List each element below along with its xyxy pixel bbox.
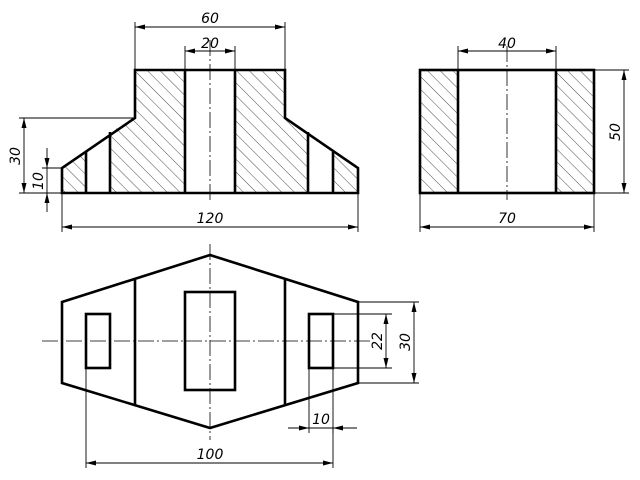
dim-label-60: 60 (201, 11, 219, 27)
dim-label-22: 22 (370, 332, 386, 350)
dimension-20: 20 (184, 36, 236, 70)
dimension-70: 70 (419, 193, 595, 232)
dim-label-40: 40 (498, 36, 516, 52)
dim-label-30-front: 30 (8, 147, 24, 165)
dim-label-30-top: 30 (398, 333, 414, 351)
dim-label-50: 50 (608, 123, 624, 141)
dimension-120: 120 (61, 193, 359, 232)
dimension-10-front: 10 (31, 148, 62, 212)
dimension-100: 100 (85, 368, 334, 468)
dim-label-100: 100 (197, 447, 224, 463)
dimension-60: 60 (134, 11, 286, 70)
dimension-40: 40 (457, 36, 557, 70)
dim-label-10-top: 10 (312, 412, 330, 428)
dimension-10-top: 10 (288, 368, 357, 433)
front-view: 60 20 30 10 (8, 11, 360, 232)
dimension-50: 50 (594, 69, 629, 194)
dimension-30-front: 30 (8, 117, 135, 194)
side-view: 40 50 70 (418, 36, 629, 232)
dimension-30-top: 30 (358, 301, 419, 384)
dim-label-10-front: 10 (31, 172, 47, 190)
dim-label-70: 70 (498, 211, 516, 227)
front-view-hatching (62, 70, 358, 193)
dimension-22: 22 (333, 313, 392, 369)
dim-label-20: 20 (201, 36, 219, 52)
top-view: 22 30 10 100 (42, 244, 419, 468)
dim-label-120: 120 (197, 211, 224, 227)
